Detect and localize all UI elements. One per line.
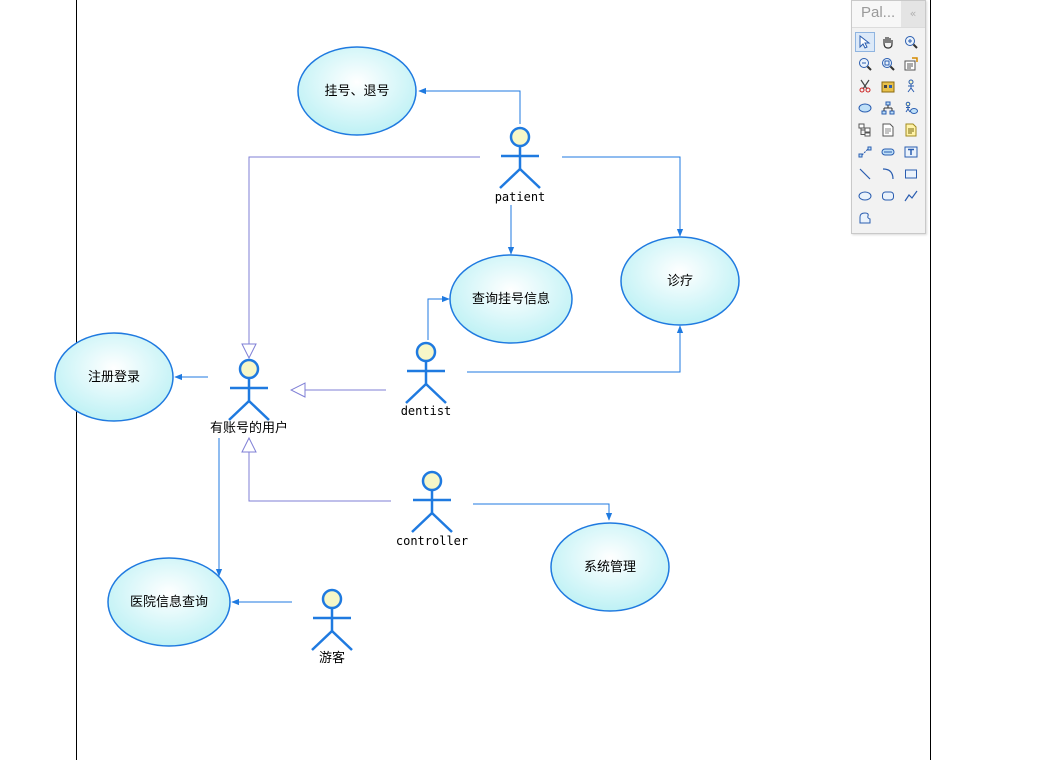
usecase-login[interactable]: 注册登录: [54, 332, 174, 422]
association-patient-treatment[interactable]: [562, 156, 684, 237]
select-icon: [859, 35, 871, 49]
polyline-icon: [904, 190, 918, 202]
actor-account-user[interactable]: 有账号的用户: [210, 358, 288, 436]
rectangle-icon: [905, 169, 917, 179]
usecase-register-cancel[interactable]: 挂号、退号: [297, 46, 417, 136]
actor-usecase-icon: [905, 101, 918, 114]
package-icon: [881, 81, 895, 93]
hierarchy-icon: [881, 101, 895, 115]
generalization-connectors: [249, 156, 480, 502]
usecase-label: 挂号、退号: [324, 84, 389, 99]
usecase-label: 医院信息查询: [130, 594, 208, 610]
actor-label: dentist: [401, 404, 452, 418]
hand-tool[interactable]: [878, 32, 898, 52]
palette-tools: [855, 32, 923, 230]
association-dentist-query[interactable]: [427, 295, 450, 340]
note-icon: [882, 123, 894, 137]
link-tool[interactable]: [855, 142, 875, 162]
association-dentist-treatment[interactable]: [467, 325, 684, 373]
association-patient-register[interactable]: [418, 87, 521, 124]
link-icon: [858, 146, 872, 158]
rounded-rect-icon: [882, 191, 894, 201]
hierarchy-tool[interactable]: [878, 98, 898, 118]
note-tool[interactable]: [878, 120, 898, 140]
collapse-button[interactable]: «: [901, 1, 925, 27]
generalization-patient-user[interactable]: [249, 156, 480, 358]
tree-tool[interactable]: [855, 120, 875, 140]
line-tool[interactable]: [855, 164, 875, 184]
properties-icon: [904, 57, 918, 71]
actor-label: controller: [396, 534, 468, 548]
tree-icon: [858, 123, 871, 137]
palette-panel: Pal... «: [851, 0, 926, 234]
palette-header: Pal... «: [852, 1, 925, 28]
rounded-rect-tool[interactable]: [878, 186, 898, 206]
zoom-in-tool[interactable]: [901, 32, 921, 52]
palette-title: Pal...: [861, 4, 896, 21]
usecase-label: 诊疗: [667, 274, 693, 289]
usecase-label: 查询挂号信息: [472, 291, 550, 307]
freeform-icon: [859, 212, 871, 224]
actor-label: 游客: [319, 650, 345, 666]
association-connectors: [174, 87, 684, 606]
text-box-icon: [904, 146, 918, 158]
arc-tool[interactable]: [878, 164, 898, 184]
zoom-in-icon: [905, 36, 918, 49]
text-note-tool[interactable]: [901, 120, 921, 140]
usecase-icon: [858, 103, 872, 113]
actor-dentist[interactable]: dentist: [401, 341, 452, 418]
package-tool[interactable]: [878, 76, 898, 96]
usecase-query-registration[interactable]: 查询挂号信息: [449, 254, 573, 344]
usecase-hospital-query[interactable]: 医院信息查询: [107, 557, 231, 647]
usecase-label: 注册登录: [88, 370, 140, 385]
component-tool[interactable]: [878, 142, 898, 162]
actor-label: 有账号的用户: [210, 420, 288, 436]
zoom-fit-tool[interactable]: [878, 54, 898, 74]
actor-icon: [311, 588, 353, 651]
actor-usecase-tool[interactable]: [901, 98, 921, 118]
actor-label: patient: [495, 190, 546, 204]
cut-tool[interactable]: [855, 76, 875, 96]
actor-icon: [907, 79, 915, 93]
usecase-system-admin[interactable]: 系统管理: [550, 522, 670, 612]
polyline-tool[interactable]: [901, 186, 921, 206]
freeform-tool[interactable]: [855, 208, 875, 228]
actor-icon: [228, 358, 270, 421]
zoom-out-icon: [859, 58, 872, 71]
actor-guest[interactable]: 游客: [311, 588, 353, 666]
hand-icon: [883, 37, 893, 49]
select-tool[interactable]: [855, 32, 875, 52]
actor-icon: [411, 470, 453, 533]
line-icon: [859, 168, 871, 180]
zoom-out-tool[interactable]: [855, 54, 875, 74]
usecase-treatment[interactable]: 诊疗: [620, 236, 740, 326]
actor-icon: [405, 341, 447, 404]
usecase-label: 系统管理: [584, 560, 636, 575]
generalization-controller-user[interactable]: [249, 438, 391, 502]
properties-tool[interactable]: [901, 54, 921, 74]
ellipse-tool[interactable]: [855, 186, 875, 206]
zoom-fit-icon: [882, 58, 895, 71]
usecase-tool[interactable]: [855, 98, 875, 118]
text-note-icon: [905, 123, 917, 137]
text-box-tool[interactable]: [901, 142, 921, 162]
actor-icon: [499, 126, 541, 189]
actor-patient[interactable]: patient: [495, 126, 546, 204]
rectangle-tool[interactable]: [901, 164, 921, 184]
ellipse-icon: [858, 191, 872, 201]
arc-icon: [882, 168, 894, 180]
actor-controller[interactable]: controller: [396, 470, 468, 548]
cut-icon: [859, 79, 871, 93]
component-icon: [881, 148, 895, 156]
association-controller-admin[interactable]: [473, 503, 613, 521]
actor-tool[interactable]: [901, 76, 921, 96]
